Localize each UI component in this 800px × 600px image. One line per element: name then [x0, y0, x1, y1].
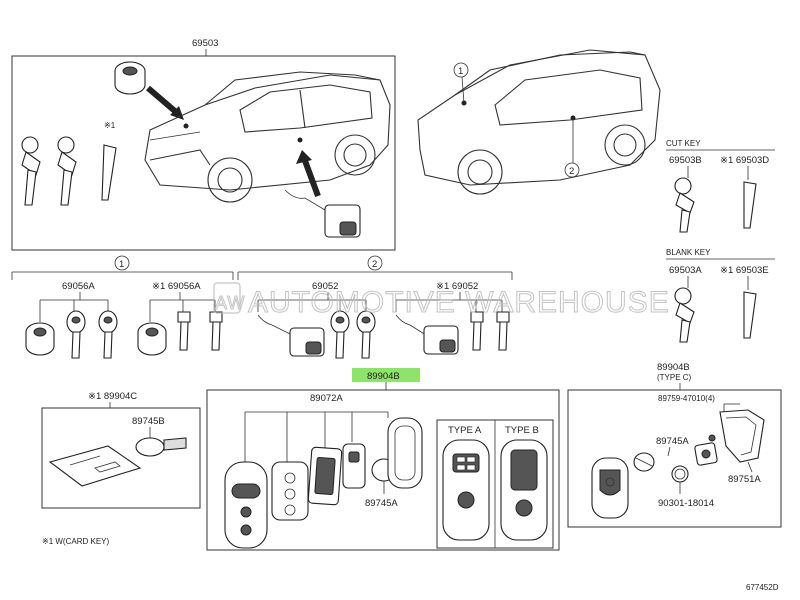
- bracket-module[interactable]: [694, 442, 718, 466]
- highlight-89904B: [352, 368, 420, 382]
- key-case-front[interactable]: [271, 461, 309, 521]
- label-69503A[interactable]: 69503A: [669, 265, 702, 276]
- group-89904C: ※1 89904C 89745B: [41, 391, 201, 509]
- watermark-text: AUTOMOTIVE WAREHOUSE: [248, 286, 670, 319]
- box-69503: [11, 55, 396, 251]
- key-head-69056A-a[interactable]: [66, 310, 86, 359]
- label-69056A[interactable]: 69056A: [62, 281, 95, 292]
- diagram-code: 677452D: [746, 583, 779, 592]
- label-69056A-note[interactable]: ※1 69056A: [152, 281, 201, 292]
- card-key-blade[interactable]: [101, 144, 117, 201]
- callout-circle-2-mid: [367, 255, 383, 271]
- callout-circle-1-car: [453, 62, 469, 78]
- smart-key-89072A[interactable]: [224, 461, 268, 549]
- cylinder-69056A-note[interactable]: [137, 322, 167, 356]
- box-89904B-main: [206, 389, 560, 551]
- label-69503B[interactable]: 69503B: [669, 155, 702, 166]
- label-69503D[interactable]: ※1 69503D: [720, 155, 769, 166]
- label-69503[interactable]: 69503: [192, 38, 218, 49]
- box-type-c: [567, 389, 782, 528]
- callout-1-mid: 1: [119, 259, 124, 270]
- battery-89745B[interactable]: [135, 437, 165, 457]
- cylinder-69056A[interactable]: [25, 322, 55, 356]
- key-shell-89751A[interactable]: [719, 409, 765, 463]
- group-middle-row: 1 2 69056A ※1 69056A 69052 ※1 69052: [11, 255, 513, 359]
- key-plain-69056A-a[interactable]: [177, 311, 191, 351]
- lock-cylinder-part[interactable]: [114, 61, 146, 95]
- label-69052[interactable]: 69052: [312, 281, 338, 292]
- key-plain-69052-a[interactable]: [470, 311, 484, 351]
- group-89904B-main: 89072A 89745A: [206, 389, 560, 551]
- card-key-note: ※1 W(CARD KEY): [42, 537, 109, 546]
- label-89745B[interactable]: 89745B: [132, 416, 165, 427]
- smart-key-type-b[interactable]: [500, 439, 548, 541]
- group-89904B-type-c: 89904B (TYPE C) 89759-47010(4) 89751A 89…: [567, 362, 782, 528]
- label-89759[interactable]: 89759-47010(4): [658, 394, 715, 403]
- watermark-logo: AW: [215, 293, 245, 313]
- callout-circle-1-mid: [114, 255, 130, 271]
- screw-89759[interactable]: [708, 434, 716, 442]
- callout-1-car: 1: [458, 66, 463, 77]
- box-89904C: [41, 407, 201, 509]
- label-89751A[interactable]: 89751A: [728, 474, 761, 485]
- key-plain-69052-b[interactable]: [496, 311, 510, 351]
- label-89745A-right[interactable]: 89745A: [656, 436, 689, 447]
- cover-89745B[interactable]: [163, 437, 187, 451]
- circuit-board[interactable]: [307, 446, 343, 506]
- key-1[interactable]: [21, 136, 41, 206]
- group-cut-key: CUT KEY 69503B ※1 69503D: [666, 139, 775, 233]
- key-shell-89072A[interactable]: [387, 417, 423, 489]
- door-lock-part[interactable]: [284, 189, 361, 238]
- label-69052-note[interactable]: ※1 69052: [436, 281, 478, 292]
- label-type-b: TYPE B: [505, 425, 539, 436]
- label-89904B-main[interactable]: 89904B: [367, 371, 400, 382]
- label-69503E[interactable]: ※1 69503E: [720, 265, 769, 276]
- key-case-back[interactable]: [342, 443, 366, 489]
- cut-key-69503B[interactable]: [674, 177, 695, 233]
- callout-2-mid: 2: [372, 259, 377, 270]
- label-89904C[interactable]: ※1 89904C: [88, 391, 137, 402]
- group-blank-key: BLANK KEY 69503A ※1 69503E: [666, 248, 775, 343]
- label-89745A-mid[interactable]: 89745A: [365, 498, 398, 509]
- group-69503: 69503: [11, 38, 396, 251]
- door-lock-69052-note[interactable]: [395, 314, 459, 355]
- blank-key-69503A[interactable]: [674, 287, 695, 343]
- battery-89745A-right[interactable]: [633, 452, 655, 472]
- label-cut-key: CUT KEY: [666, 139, 701, 148]
- label-type-a: TYPE A: [448, 425, 482, 436]
- door-lock-69052[interactable]: [257, 314, 325, 357]
- callout-2-car: 2: [569, 166, 574, 177]
- card-key-89904C[interactable]: [48, 445, 142, 487]
- seal-ring-90301[interactable]: [671, 465, 689, 483]
- smart-key-type-a[interactable]: [442, 439, 490, 541]
- car-illustration-left: [144, 71, 391, 203]
- label-90301[interactable]: 90301-18014: [658, 498, 714, 509]
- key-2[interactable]: [57, 136, 77, 206]
- key-head-69052-b[interactable]: [356, 310, 376, 359]
- note-1-key: ※1: [104, 121, 116, 130]
- label-type-c: (TYPE C): [657, 373, 692, 382]
- smart-key-type-c[interactable]: [591, 457, 629, 519]
- blank-key-69503E[interactable]: [743, 291, 757, 339]
- watermark: AW AUTOMOTIVE WAREHOUSE: [213, 282, 670, 320]
- car-illustration-right: [417, 49, 661, 195]
- key-head-69052-a[interactable]: [330, 310, 350, 359]
- key-head-69056A-b[interactable]: [98, 310, 118, 359]
- label-89072A[interactable]: 89072A: [310, 393, 343, 404]
- key-plain-69056A-b[interactable]: [209, 311, 223, 351]
- cut-key-69503D[interactable]: [743, 181, 757, 229]
- label-89904B-right[interactable]: 89904B: [657, 362, 690, 373]
- label-blank-key: BLANK KEY: [666, 248, 711, 257]
- callout-circle-2-car: [564, 162, 580, 178]
